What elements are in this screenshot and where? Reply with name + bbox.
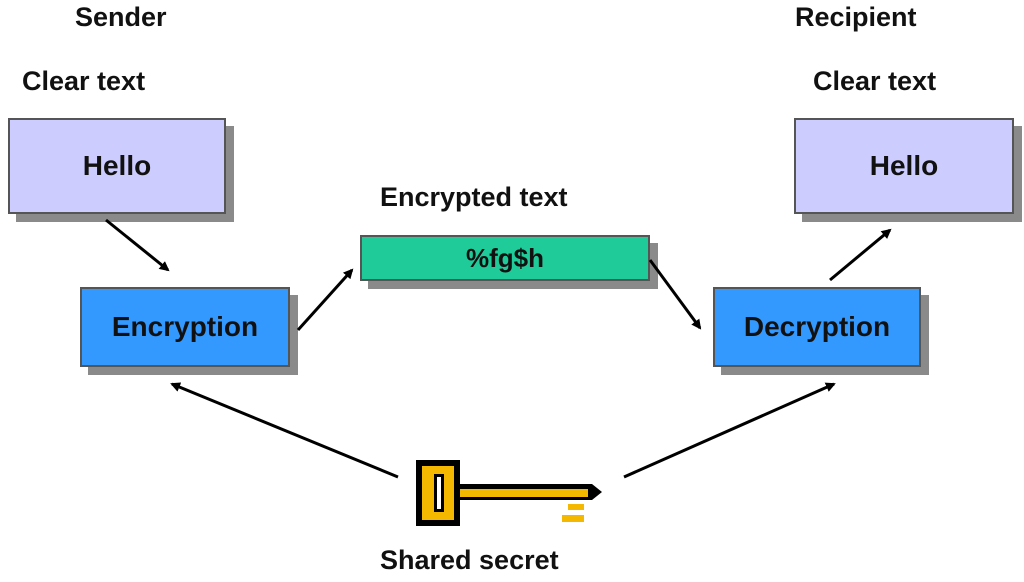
ciphertext-box: %fg$h xyxy=(360,235,650,281)
arrow-key-to-encryption xyxy=(170,382,399,479)
arrow-clear-to-encryption xyxy=(105,218,170,272)
sender-heading: Sender xyxy=(75,2,167,32)
sender-clear-label: Clear text xyxy=(22,66,146,96)
encryption-label: Encryption xyxy=(111,311,259,342)
recipient-clear-label: Clear text xyxy=(813,66,937,96)
arrow-ciphertext-to-decryption xyxy=(648,259,702,330)
sender-clear-text-box: Hello xyxy=(8,118,226,214)
sender-clear-text-value: Hello xyxy=(82,150,152,181)
recipient-heading: Recipient xyxy=(795,2,917,32)
decryption-label: Decryption xyxy=(743,311,891,342)
arrow-key-to-decryption xyxy=(623,382,836,479)
decryption-box: Decryption xyxy=(713,287,921,367)
key-icon xyxy=(416,460,602,528)
arrow-decryption-to-clear xyxy=(829,228,892,282)
shared-secret-label: Shared secret xyxy=(380,545,559,575)
arrow-encryption-to-ciphertext xyxy=(296,268,354,332)
recipient-clear-text-value: Hello xyxy=(869,150,939,181)
encryption-box: Encryption xyxy=(80,287,290,367)
ciphertext-label: Encrypted text xyxy=(380,182,568,212)
ciphertext-value: %fg$h xyxy=(466,242,544,273)
recipient-clear-text-box: Hello xyxy=(794,118,1014,214)
